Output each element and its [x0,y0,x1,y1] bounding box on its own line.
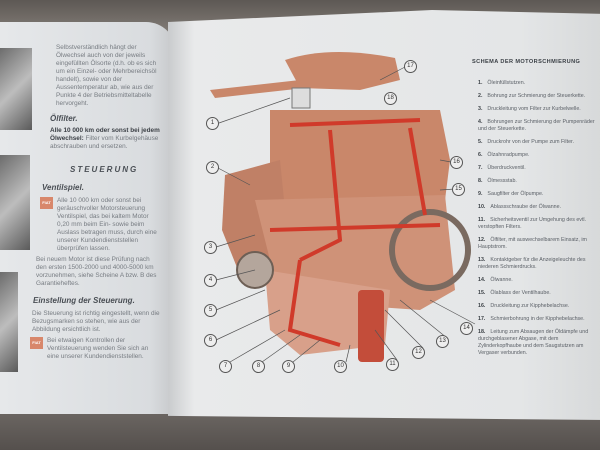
legend-item: 5. Druckrohr von der Pumpe zum Filter. [478,139,598,146]
legend-item: 12.Ölfilter, mit auswechselbarem Einsatz… [478,237,598,251]
photo-oil-filter [0,48,32,130]
legend-number: 7. [478,165,483,171]
callout-8: 8 [252,360,265,373]
callout-11: 11 [386,358,399,371]
callout-1: 1 [206,117,219,130]
callout-2: 2 [206,161,219,174]
legend-item: 9. Saugfilter der Ölpumpe. [478,191,598,198]
legend-number: 17. [478,316,486,322]
einstellung-row: FIAT Bei etwaigen Kontrollen der Ventils… [30,337,160,361]
photo-timing [0,272,18,372]
legend-text: Saugfilter der Ölpumpe. [487,191,544,197]
legend-number: 13. [478,257,486,263]
callout-18: 18 [384,92,397,105]
callout-16: 16 [450,156,463,169]
legend-item: 14. Ölwanne. [478,277,598,284]
legend-number: 8. [478,178,483,184]
ventilspiel-text: Alle 10 000 km oder sonst bei geräuschvo… [57,197,157,252]
legend-item: 16. Druckleitung zur Kipphebelachse. [478,303,598,310]
einstellung-text: Die Steuerung ist richtig eingestellt, w… [32,310,160,333]
legend-title: SCHEMA DER MOTORSCHMIERUNG [472,59,581,65]
legend-text: Ölablass der Ventilhaube. [490,290,551,296]
photo-engine [0,155,30,250]
legend-text: Sicherheitsventil zur Umgehung des evtl.… [478,217,587,230]
oelfilter-paragraph: Alle 10 000 km oder sonst bei jedem Ölwe… [50,127,160,151]
callout-13: 13 [436,335,449,348]
legend-number: 14. [478,277,486,283]
legend-item: 2. Bohrung zur Schmierung der Steuerkette… [478,93,598,100]
legend-number: 16. [478,303,486,309]
legend-item: 7. Überdruckventil. [478,165,598,172]
oelfilter-bold: Alle 10 000 km oder sonst bei jedem Ölwe… [50,127,160,142]
oelfilter-heading: Ölfilter. [50,114,78,123]
legend-item: 17. Schmierbohrung in der Kipphebelachse. [478,316,598,323]
legend-text: Ablassschraube der Ölwanne. [490,204,562,210]
legend-number: 2. [478,93,483,99]
callout-12: 12 [412,346,425,359]
legend-number: 4. [478,119,483,125]
oil-passages [269,118,441,347]
callout-6: 6 [204,334,217,347]
legend-text: Druckleitung vom Filter zur Kurbelwelle. [487,106,581,112]
ventilspiel-heading: Ventilspiel. [42,183,84,192]
legend-text: Überdruckventil. [487,165,526,171]
intro-text: Selbstverständlich hängt der Ölwechsel a… [56,44,157,107]
legend-number: 5. [478,139,483,145]
section-title: STEUERUNG [70,165,139,174]
legend-number: 12. [478,237,486,243]
legend-item: 13.Kontaktgeber für die Anzeigeleuchte d… [478,257,598,271]
ventilspiel-row: FIAT Alle 10 000 km oder sonst bei geräu… [40,197,160,253]
legend-text: Druckrohr von der Pumpe zum Filter. [487,139,574,145]
einstellung-text2: Bei etwaigen Kontrollen der Ventilsteuer… [47,337,149,360]
legend-number: 9. [478,191,483,197]
callout-7: 7 [219,360,232,373]
callout-17: 17 [404,60,417,73]
engine-body [210,51,471,362]
legend-text: Ölmessstab. [487,178,517,184]
legend-text: Druckleitung zur Kipphebelachse. [490,303,570,309]
legend-text: Ölzahnradpumpe. [487,152,530,158]
legend-item: 6. Ölzahnradpumpe. [478,152,598,159]
callout-4: 4 [204,274,217,287]
callout-15: 15 [452,183,465,196]
fiat-badge-2: FIAT [30,337,43,349]
callout-3: 3 [204,241,217,254]
legend-text: Bohrung zur Schmierung der Steuerkette. [487,93,586,99]
oil-filler-cap [291,87,311,109]
legend-number: 3. [478,106,483,112]
left-page-text: Selbstverständlich hängt der Ölwechsel a… [30,44,160,361]
legend-number: 18. [478,329,486,335]
legend-number: 15. [478,290,486,296]
legend-item: 4.Bohrungen zur Schmierung der Pumpenräd… [478,119,598,133]
legend-list: 1. Öleinfüllstutzen. 2. Bohrung zur Schmie… [478,80,598,357]
legend-number: 6. [478,152,483,158]
callout-5: 5 [204,304,217,317]
legend-text: Öleinfüllstutzen. [487,80,526,86]
ventilspiel-text2: Bei neuem Motor ist diese Prüfung nach d… [36,256,157,287]
callout-10: 10 [334,360,347,373]
callout-9: 9 [282,360,295,373]
callout-lines [215,66,476,363]
legend-item: 18.Leitung zum Absaugen der Öldämpfe und… [478,329,598,357]
legend-text: Ölwanne. [490,277,513,283]
einstellung-heading: Einstellung der Steuerung. [33,296,135,305]
callout-14: 14 [460,322,473,335]
legend-item: 11.Sicherheitsventil zur Umgehung des ev… [478,217,598,231]
legend-text: Leitung zum Absaugen der Öldämpfe und du… [478,329,589,356]
legend-item: 10. Ablassschraube der Ölwanne. [478,204,598,211]
legend-item: 3. Druckleitung vom Filter zur Kurbelwell… [478,106,598,113]
legend-text: Kontaktgeber für die Anzeigeleuchte des … [478,257,586,270]
legend-number: 10. [478,204,486,210]
legend-text: Bohrungen zur Schmierung der Pumpenräder… [478,119,595,132]
legend-text: Ölfilter, mit auswechselbarem Einsatz, i… [478,237,587,250]
legend-item: 15. Ölablass der Ventilhaube. [478,290,598,297]
legend-text: Schmierbohrung in der Kipphebelachse. [490,316,585,322]
legend-item: 1. Öleinfüllstutzen. [478,80,598,87]
legend-number: 11. [478,217,486,223]
oelfilter-text: Filter vom Kurbelgehäuse abschrauben und… [50,135,159,150]
legend-number: 1. [478,80,483,86]
fiat-badge: FIAT [40,197,53,209]
legend-item: 8. Ölmessstab. [478,178,598,185]
